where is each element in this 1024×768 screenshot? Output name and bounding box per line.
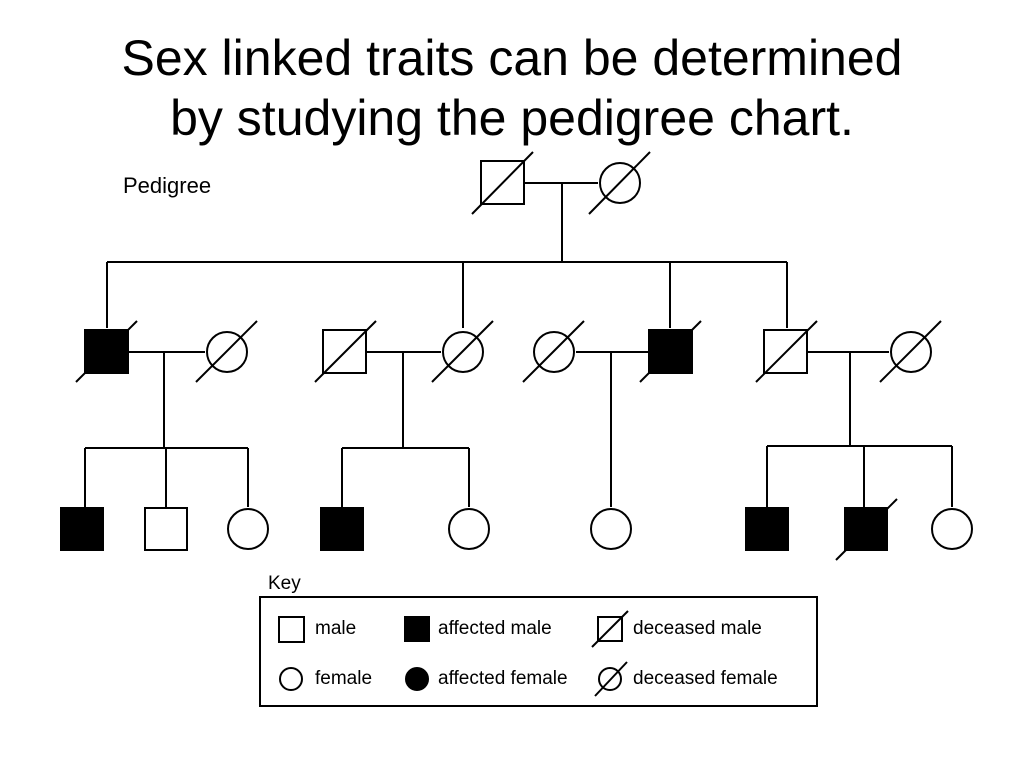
gen3-female <box>590 508 632 550</box>
gen3-female <box>227 508 269 550</box>
gen2-deceased-female <box>522 320 585 383</box>
deceased-female-symbol-icon <box>594 661 628 697</box>
gen2-affected-deceased-male <box>639 320 702 383</box>
gen3-affected-male <box>60 507 104 551</box>
gen3-affected-deceased-male <box>835 498 898 561</box>
gen2-deceased-female <box>879 320 942 383</box>
key-label-female: female <box>315 668 372 689</box>
slide-title-line-1: Sex linked traits can be determined <box>121 30 903 86</box>
male-symbol-icon <box>278 616 305 643</box>
slide-title: Sex linked traits can be determined by s… <box>0 28 1024 152</box>
affected-female-symbol-icon <box>405 667 429 691</box>
gen2-deceased-female <box>195 320 258 383</box>
gen2-deceased-male <box>314 320 377 383</box>
gen3-affected-male <box>745 507 789 551</box>
gen2-affected-deceased-male <box>75 320 138 383</box>
key-label-deceased-female: deceased female <box>633 668 778 689</box>
gen1-mother-deceased-female <box>588 151 651 215</box>
gen3-female <box>931 508 973 550</box>
gen2-deceased-male <box>755 320 818 383</box>
gen1-father-deceased-male <box>471 151 534 215</box>
female-symbol-icon <box>279 667 303 691</box>
pedigree-lines <box>84 182 953 507</box>
pedigree-label: Pedigree <box>123 173 211 198</box>
key-item-deceased-female: deceased female <box>594 661 778 697</box>
key-item-male: male <box>278 616 356 643</box>
key-item-deceased-male: deceased male <box>591 610 762 648</box>
key-heading: Key <box>268 573 301 594</box>
slide-title-line-2: by studying the pedigree chart. <box>170 90 854 146</box>
key-item-affected-female: affected female <box>405 667 568 691</box>
gen3-male <box>144 507 188 551</box>
key-label-affected-female: affected female <box>438 668 568 689</box>
gen3-female <box>448 508 490 550</box>
key-box <box>259 596 818 707</box>
key-label-male: male <box>315 618 356 639</box>
key-item-affected-male: affected male <box>404 616 552 642</box>
deceased-male-symbol-icon <box>591 610 629 648</box>
key-label-deceased-male: deceased male <box>633 618 762 639</box>
gen2-deceased-female <box>431 320 494 383</box>
gen3-affected-male <box>320 507 364 551</box>
key-item-female: female <box>279 667 372 691</box>
key-label-affected-male: affected male <box>438 618 552 639</box>
affected-male-symbol-icon <box>404 616 430 642</box>
